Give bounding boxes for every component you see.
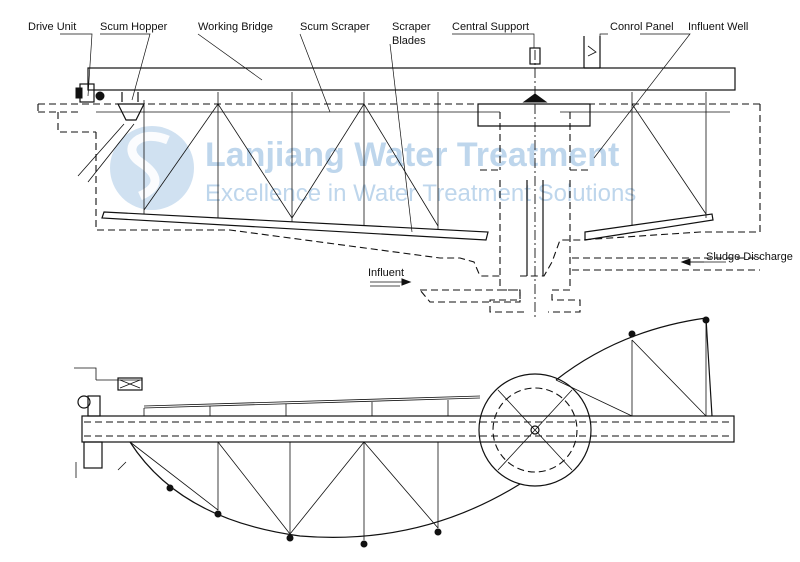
control-panel [583, 36, 601, 69]
label-central-support: Central Support [452, 21, 529, 33]
tank-wall-right [520, 104, 761, 277]
working-bridge-beam [87, 67, 736, 91]
influent-pipe [370, 278, 521, 303]
label-scraper-line2: Blades [392, 35, 426, 47]
plan-scraper-arm-left [129, 441, 521, 548]
scraper-blade-left [101, 211, 489, 241]
watermark-title: Lanjiang Water Treatment [205, 136, 619, 174]
label-leaders [60, 33, 704, 287]
tank-wall-left [57, 112, 500, 277]
drive-unit [75, 83, 105, 103]
label-control-panel: Conrol Panel [610, 21, 674, 33]
label-working-bridge: Working Bridge [198, 21, 273, 33]
label-sludge-discharge: Sludge Discharge [706, 251, 793, 263]
label-influent-well: Influent Well [688, 21, 748, 33]
section-view: Drive Unit Scum Hopper Working Bridge Sc… [28, 21, 793, 320]
label-scum-hopper: Scum Hopper [100, 21, 168, 33]
plan-central-well [478, 373, 592, 487]
plan-bridge-deck [81, 415, 735, 443]
watermark: Lanjiang Water Treatment Excellence in W… [110, 126, 636, 210]
watermark-logo-icon [110, 126, 194, 210]
label-scraper-line1: Scraper [392, 21, 431, 33]
watermark-subtitle: Excellence in Water Treatment Solutions [205, 180, 636, 207]
scraper-blade-right [584, 213, 714, 241]
plan-view [74, 316, 735, 548]
label-drive-unit: Drive Unit [28, 21, 76, 33]
scum-hopper [77, 92, 145, 183]
central-support [477, 47, 591, 320]
plan-scraper-arm-right [555, 316, 713, 417]
label-scum-scraper: Scum Scraper [300, 21, 370, 33]
plan-drive-unit [74, 367, 143, 478]
label-influent: Influent [368, 267, 404, 279]
truss-section [96, 92, 730, 230]
plan-handrail [143, 395, 481, 416]
